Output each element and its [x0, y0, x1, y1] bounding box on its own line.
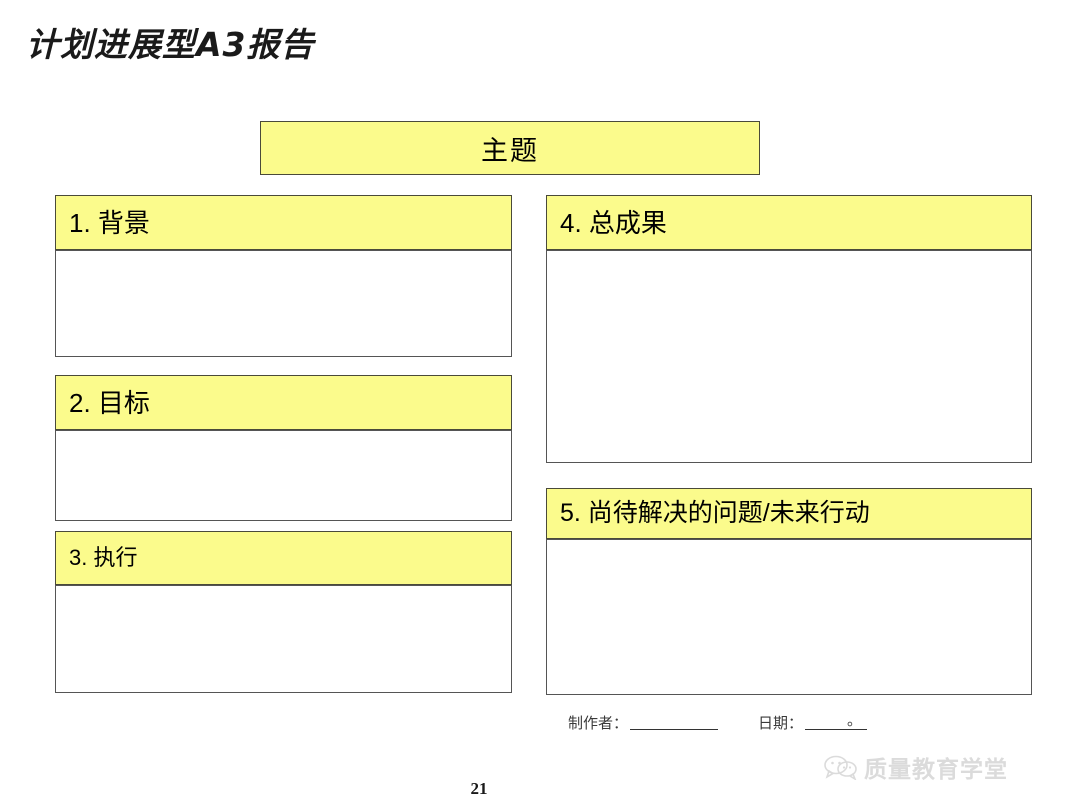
- page-number: 21: [470, 779, 488, 798]
- section-label-execution: 3. 执行: [69, 545, 138, 570]
- section-header-background[interactable]: 1. 背景: [55, 195, 512, 250]
- theme-label: 主题: [481, 135, 539, 166]
- section-body-results[interactable]: [546, 250, 1032, 463]
- section-header-open-issues[interactable]: 5. 尚待解决的问题/未来行动: [546, 488, 1032, 539]
- section-label-open-issues: 5. 尚待解决的问题/未来行动: [560, 499, 870, 527]
- section-label-results: 4. 总成果: [560, 207, 667, 238]
- date-input[interactable]: [805, 728, 868, 730]
- section-body-execution[interactable]: [55, 585, 512, 693]
- author-label: 制作者：: [568, 716, 629, 732]
- page-title: 计划进展型A3报告: [26, 25, 315, 64]
- watermark: 质量教育学堂: [824, 752, 1008, 783]
- section-body-goal[interactable]: [55, 430, 512, 521]
- section-label-background: 1. 背景: [69, 207, 150, 238]
- section-body-open-issues[interactable]: [546, 539, 1032, 695]
- section-header-execution[interactable]: 3. 执行: [55, 531, 512, 585]
- footer-meta: 制作者： 日期： 。: [568, 707, 988, 733]
- section-label-goal: 2. 目标: [69, 387, 150, 418]
- section-header-results[interactable]: 4. 总成果: [546, 195, 1032, 250]
- wechat-icon: [824, 754, 858, 781]
- date-suffix: 。: [847, 713, 863, 729]
- date-label: 日期：: [758, 716, 804, 732]
- theme-box[interactable]: 主题: [260, 121, 760, 175]
- section-body-background[interactable]: [55, 250, 512, 357]
- author-input[interactable]: [630, 728, 719, 730]
- section-header-goal[interactable]: 2. 目标: [55, 375, 512, 430]
